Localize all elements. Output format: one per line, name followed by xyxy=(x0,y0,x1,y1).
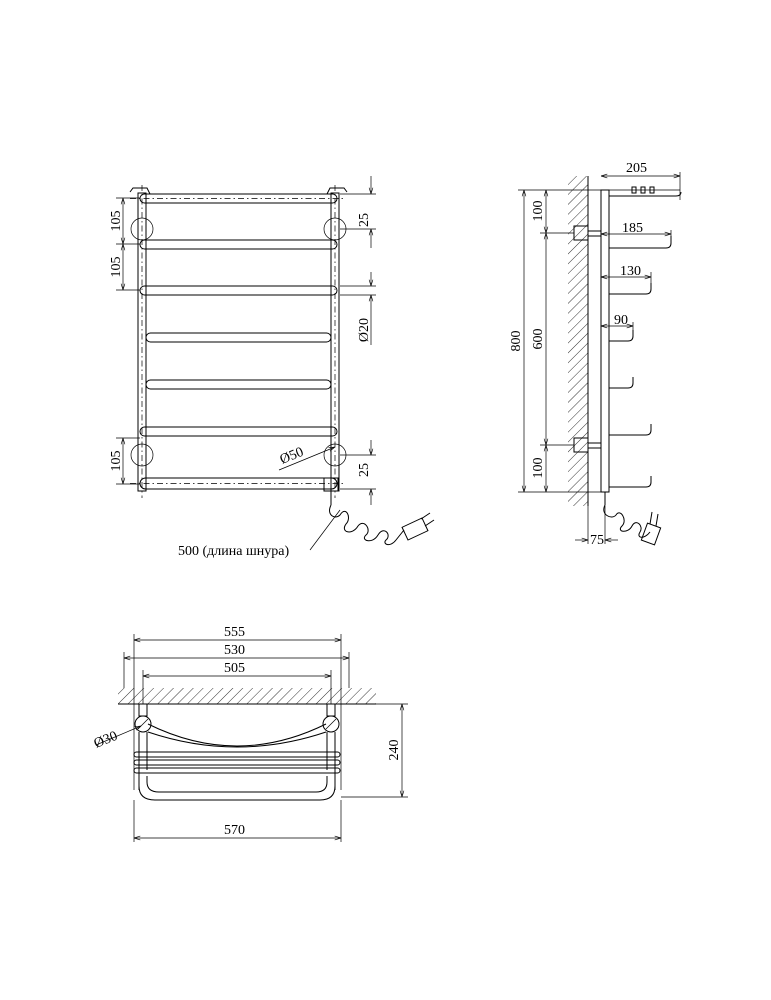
dim-d20: Ø20 xyxy=(357,318,372,342)
dim-25-top: 25 xyxy=(357,213,372,227)
dim-d30: Ø30 xyxy=(92,729,120,752)
dim-100-top: 100 xyxy=(531,201,546,222)
dim-25-bottom: 25 xyxy=(357,463,372,477)
dim-240: 240 xyxy=(387,740,402,761)
side-vertical-dimensions: 800 100 600 100 xyxy=(509,189,601,493)
dim-505: 505 xyxy=(224,661,245,676)
dim-105-top: 105 xyxy=(109,211,124,232)
plug-icon xyxy=(401,512,435,541)
front-right-dimensions: 25 Ø20 25 xyxy=(340,176,376,505)
dim-185: 185 xyxy=(622,221,643,236)
dim-d50: Ø50 xyxy=(278,445,306,468)
side-horizontal-dimensions: 205 185 130 90 xyxy=(601,161,681,332)
dim-555: 555 xyxy=(224,625,245,640)
dim-800: 800 xyxy=(509,331,524,352)
dim-130: 130 xyxy=(620,264,641,279)
dim-570: 570 xyxy=(224,823,245,838)
top-view: 555 530 505 570 240 Ø30 xyxy=(92,625,408,842)
dim-105-mid: 105 xyxy=(109,257,124,278)
dim-530: 530 xyxy=(224,643,245,658)
dim-105-bottom: 105 xyxy=(109,451,124,472)
top-view-dimensions: 555 530 505 570 240 Ø30 xyxy=(92,625,408,842)
dim-600: 600 xyxy=(531,329,546,350)
dim-75: 75 xyxy=(590,533,604,548)
front-view: 105 105 105 25 Ø20 25 Ø50 500 (длина xyxy=(109,176,435,559)
dim-90: 90 xyxy=(614,313,628,328)
dim-100-bottom: 100 xyxy=(531,458,546,479)
rungs xyxy=(130,193,345,490)
front-left-dimensions: 105 105 105 xyxy=(109,197,140,485)
dim-205: 205 xyxy=(626,161,647,176)
power-cable xyxy=(329,504,405,546)
cable-length-note: 500 (длина шнура) xyxy=(178,544,289,559)
side-view: 205 185 130 90 800 100 600 100 xyxy=(509,161,682,548)
